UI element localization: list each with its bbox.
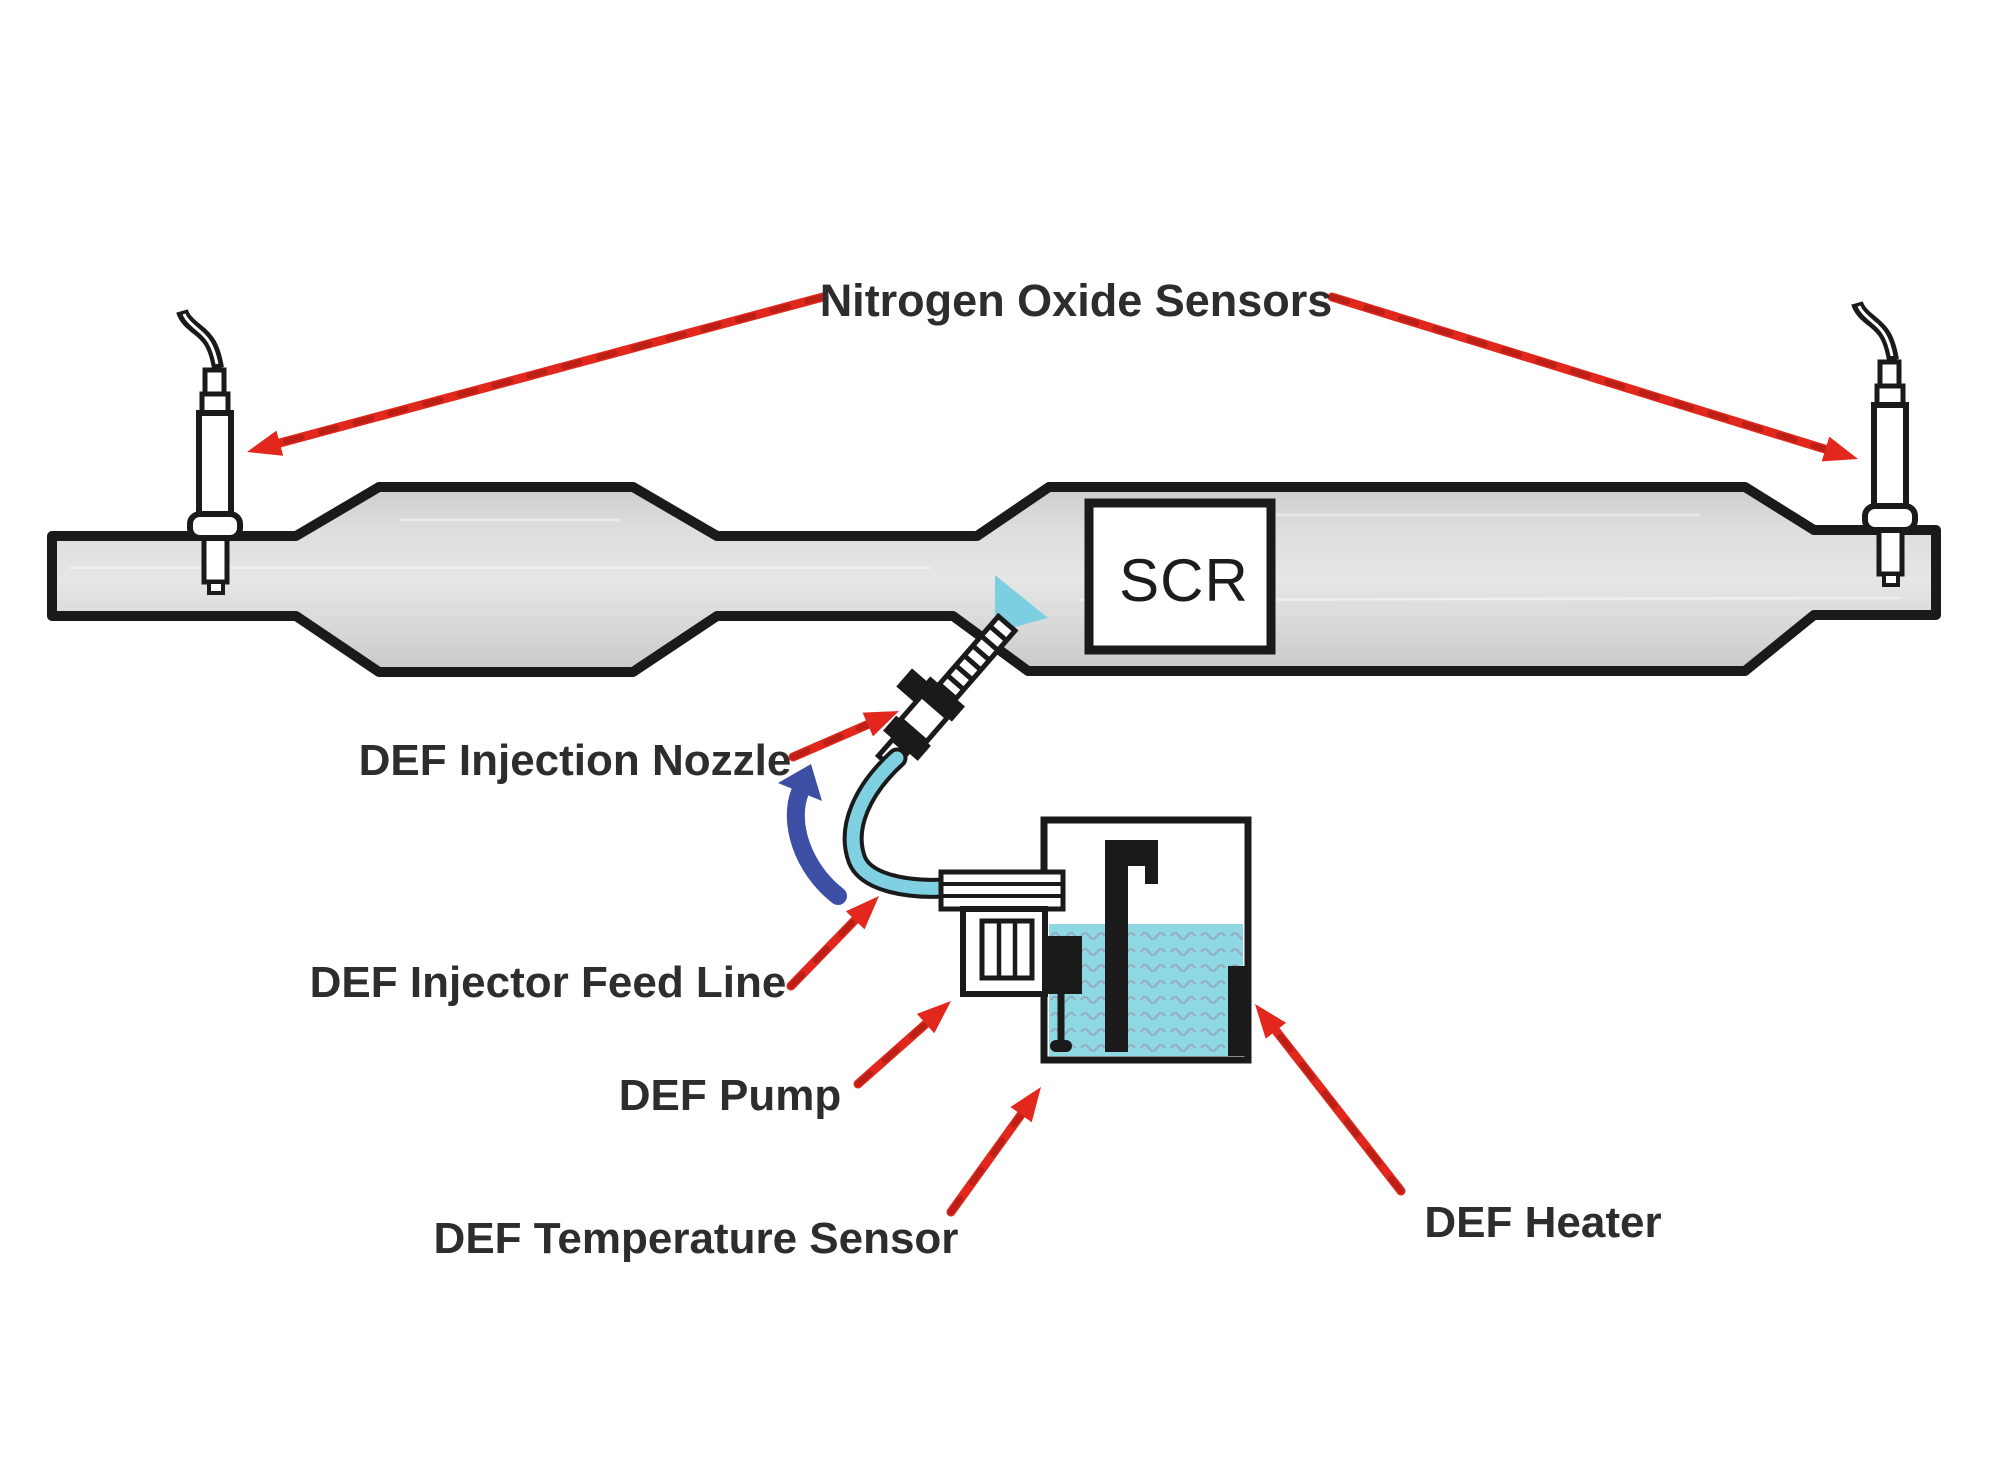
- sensor-flange: [187, 511, 243, 541]
- def-tank: [1040, 816, 1252, 1064]
- sensor-cap: [202, 367, 227, 397]
- label-def-injector-feed-line: DEF Injector Feed Line: [310, 958, 787, 1007]
- sensor-tip: [1882, 572, 1900, 587]
- def-spray-cone-icon: [995, 575, 1048, 632]
- exhaust-pipe-body: [47, 482, 1941, 677]
- sensor-flange: [1862, 503, 1918, 533]
- scr-box: SCR: [1084, 498, 1276, 655]
- sensor-stem: [1876, 526, 1905, 577]
- nox-sensor-right: [1851, 301, 1918, 587]
- sensor-tip: [207, 580, 225, 595]
- label-def-pump: DEF Pump: [619, 1071, 841, 1120]
- arrow-to-heater: [1255, 1004, 1406, 1196]
- arrow-to-feed-line: [786, 896, 879, 991]
- flow-direction-arrow-icon: [778, 764, 847, 905]
- sensor-stem: [201, 534, 230, 585]
- nox-sensor-left: [176, 309, 243, 595]
- scr-box-frame: [1084, 498, 1276, 655]
- arrow-to-temperature-sensor: [946, 1087, 1041, 1217]
- sensor-cylinder: [1871, 402, 1909, 512]
- arrow-to-injection-nozzle: [788, 711, 899, 762]
- pump-inlet-fitting: [938, 869, 1066, 912]
- nozzle-body: [897, 691, 951, 746]
- nozzle-lower-collar: [883, 715, 931, 761]
- label-nitrogen-oxide-sensors: Nitrogen Oxide Sensors: [820, 275, 1333, 326]
- scr-label: SCR: [1119, 547, 1249, 614]
- def-pump: [938, 869, 1066, 997]
- def-injection-nozzle: [874, 612, 1019, 773]
- sensor-cylinder: [196, 410, 234, 520]
- def-heater-element: [1228, 966, 1246, 1056]
- def-temperature-sensor-probe: [1047, 936, 1082, 1052]
- def-feed-line-hose: [842, 747, 955, 899]
- arrow-to-pump: [853, 1001, 951, 1089]
- label-def-heater: DEF Heater: [1424, 1198, 1661, 1247]
- label-def-injection-nozzle: DEF Injection Nozzle: [359, 736, 792, 785]
- def-pickup-tube: [1105, 840, 1158, 1052]
- label-def-temperature-sensor: DEF Temperature Sensor: [434, 1214, 959, 1263]
- pump-core: [979, 918, 1035, 981]
- arrow-to-right-nox-sensor: [1327, 292, 1858, 462]
- nozzle-upper-collar: [917, 676, 966, 722]
- sensor-cap: [1877, 359, 1902, 389]
- nozzle-thread-rungs: [945, 624, 1009, 692]
- arrow-to-left-nox-sensor: [247, 292, 828, 456]
- exhaust-pipe: [47, 482, 1941, 677]
